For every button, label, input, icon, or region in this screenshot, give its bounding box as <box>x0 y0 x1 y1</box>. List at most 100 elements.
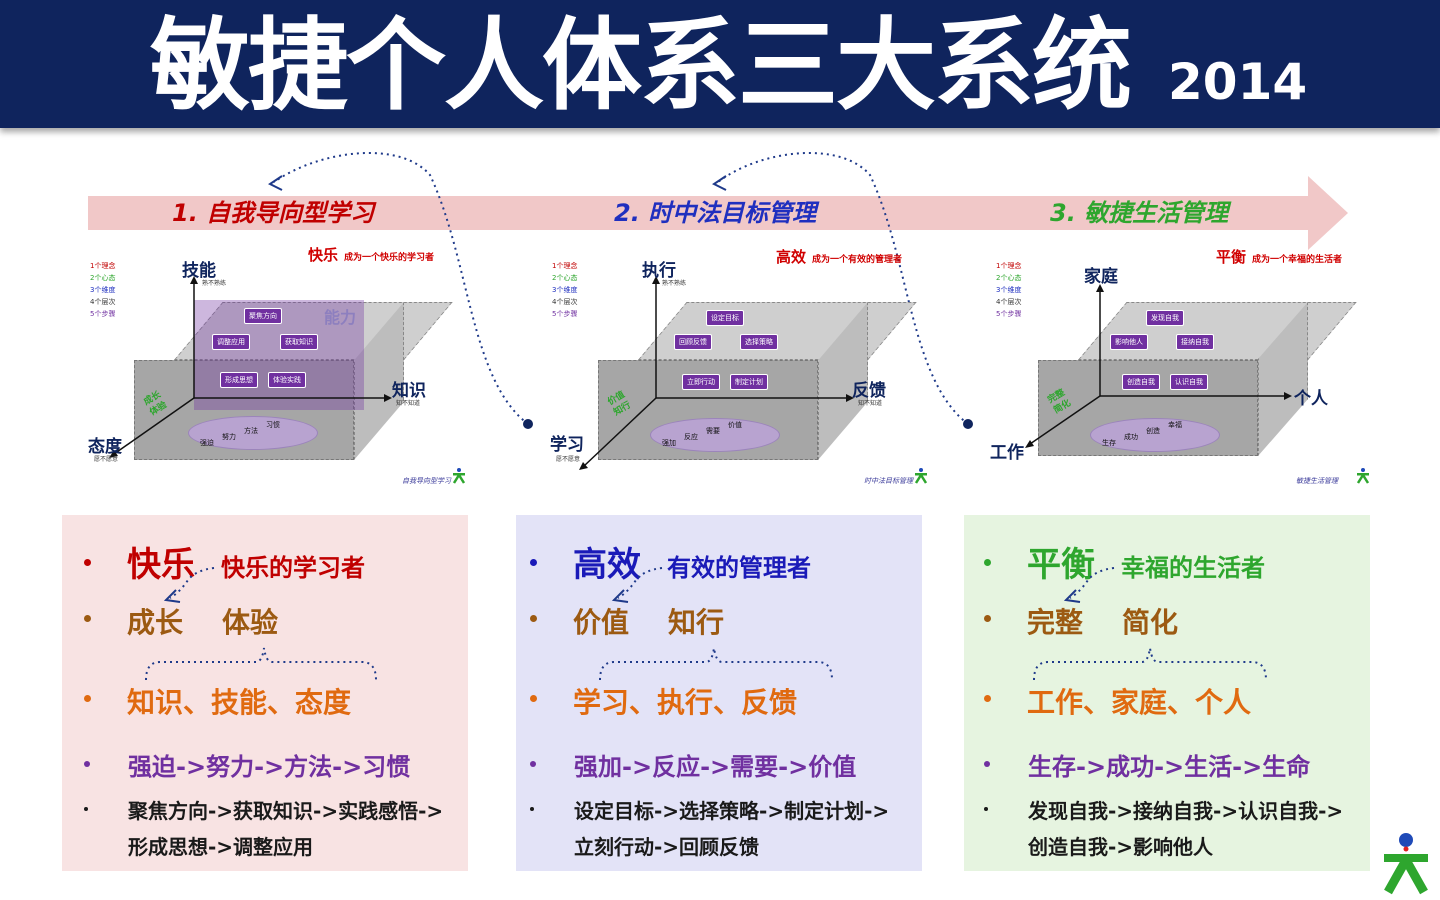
stair-step: 反应 <box>684 433 698 441</box>
panel-row5b-text: 创造自我->影响他人 <box>1028 835 1214 859</box>
logo-person-icon <box>1384 833 1428 895</box>
process-chip: 聚焦方向 <box>244 308 282 324</box>
legend-item: 4个层次 <box>90 298 116 306</box>
panel-row3-text: 知识、技能、态度 <box>127 686 352 719</box>
axis-left-label: 态度 <box>88 437 122 457</box>
bullet-icon <box>84 695 91 702</box>
stair-step: 生存 <box>1102 439 1116 447</box>
axis-right-sub: 知不知道 <box>858 400 883 407</box>
bullet-icon <box>84 615 91 622</box>
stairs-ellipse <box>1090 418 1220 452</box>
bullet-icon <box>984 761 990 767</box>
diagram-caption: 时中法目标管理 <box>864 477 913 485</box>
panel-head: 高效 <box>573 545 641 585</box>
axes <box>1025 284 1292 448</box>
curl-arrowhead-2 <box>611 589 629 603</box>
panel-head-sub: 有效的管理者 <box>667 554 811 582</box>
axis-left-label: 学习 <box>550 435 584 455</box>
legend-item: 5个步骤 <box>552 310 578 318</box>
connector-1-dot <box>523 419 533 429</box>
process-chip: 制定计划 <box>730 374 768 390</box>
panel-head: 平衡 <box>1027 545 1095 585</box>
title-bar: 敏捷个人体系三大系统 2014 <box>0 0 1440 128</box>
diagram-keyword: 高效成为一个有效的管理者 <box>776 248 903 266</box>
panel-learning: 快乐 快乐的学习者 成长 体验 知识、技能、态度 强迫->努力->方法->习惯 … <box>62 515 468 871</box>
stair-step: 强迫 <box>200 439 214 447</box>
legend-item: 1个理念 <box>90 262 116 270</box>
panel-row3-text: 工作、家庭、个人 <box>1027 686 1252 719</box>
process-chip: 获取知识 <box>280 334 318 350</box>
logo-person-icon <box>452 468 466 484</box>
bullet-icon <box>984 615 991 622</box>
diagram-self-directed-learning: 1个理念 2个心态 3个维度 4个层次 5个步骤 快乐成为一个快乐的学习者 能力… <box>84 240 484 496</box>
process-chip: 认识自我 <box>1170 374 1208 390</box>
legend-item: 2个心态 <box>996 274 1022 282</box>
connector-2 <box>717 151 969 425</box>
panel-head-sub: 幸福的生活者 <box>1121 554 1265 582</box>
page-title: 敏捷个人体系三大系统 <box>150 7 1132 124</box>
panel-row-2: 价值 知行 <box>530 601 724 641</box>
bullet-icon <box>84 761 90 767</box>
panel-row-3: 学习、执行、反馈 <box>530 681 797 721</box>
diagram-caption: 自我导向型学习 <box>402 477 451 485</box>
panel-row4-text: 生存->成功->生活->生命 <box>1028 753 1311 781</box>
curl-arrowhead-1 <box>163 589 181 603</box>
axis-top-label: 执行 <box>642 261 676 281</box>
diagram-goal-management: 1个理念 2个心态 3个维度 4个层次 5个步骤 高效成为一个有效的管理者 设定… <box>546 240 946 496</box>
panel-row-4: 强加->反应->需要->价值 <box>530 747 856 782</box>
connector-2-arrow <box>712 175 727 191</box>
bullet-icon <box>84 807 88 811</box>
panel-row-5b: 形成思想->调整应用 <box>128 831 313 860</box>
legend-item: 4个层次 <box>552 298 578 306</box>
legend-item: 3个维度 <box>996 286 1022 294</box>
stair-step: 努力 <box>222 433 236 441</box>
stair-step: 方法 <box>244 427 258 435</box>
panel-row-2: 完整 简化 <box>984 601 1178 641</box>
axis-left-sub: 愿不愿意 <box>94 456 119 463</box>
panel-row5a-text: 发现自我->接纳自我->认识自我-> <box>1028 799 1344 823</box>
stage-label-1: 1. 自我导向型学习 <box>172 199 375 227</box>
logo-person-icon <box>1356 468 1370 484</box>
logo-person-icon <box>914 468 928 484</box>
panel-row5a-text: 设定目标->选择策略->制定计划-> <box>574 799 890 823</box>
panel-row-3: 工作、家庭、个人 <box>984 681 1251 721</box>
axis-top-label: 技能 <box>182 261 216 281</box>
diagram-legend: 1个理念 2个心态 3个维度 4个层次 5个步骤 <box>552 260 577 320</box>
legend-item: 3个维度 <box>90 286 116 294</box>
panel-life: 平衡 幸福的生活者 完整 简化 工作、家庭、个人 生存->成功->生活->生命 … <box>964 515 1370 871</box>
curl-arrow-3 <box>1069 567 1115 599</box>
legend-item: 5个步骤 <box>996 310 1022 318</box>
process-chip: 调整应用 <box>212 334 250 350</box>
panel-row2-text: 价值 知行 <box>573 606 724 639</box>
axis-top-label: 家庭 <box>1084 267 1118 287</box>
stair-step: 需要 <box>706 427 720 435</box>
axes <box>109 276 392 458</box>
process-chip: 发现自我 <box>1146 310 1184 326</box>
diagram-caption: 敏捷生活管理 <box>1296 477 1338 485</box>
legend-item: 4个层次 <box>996 298 1022 306</box>
panel-row-5b: 创造自我->影响他人 <box>1028 831 1213 860</box>
timeline-arrow-band <box>88 196 1316 230</box>
process-chip: 选择策略 <box>740 334 778 350</box>
process-chip: 影响他人 <box>1110 334 1148 350</box>
bullet-icon <box>530 695 537 702</box>
stair-step: 习惯 <box>266 421 280 429</box>
panel-row2-text: 成长 体验 <box>127 606 278 639</box>
panel-row-5b: 立刻行动->回顾反馈 <box>574 831 759 860</box>
diagram-legend: 1个理念 2个心态 3个维度 4个层次 5个步骤 <box>996 260 1021 320</box>
axis-top-sub: 熟不熟练 <box>202 280 227 287</box>
page-year: 2014 <box>1168 53 1308 111</box>
panel-row-head: 平衡 幸福的生活者 <box>984 537 1265 586</box>
bullet-icon <box>984 695 991 702</box>
bullet-icon <box>530 615 537 622</box>
brace-3 <box>1033 647 1267 681</box>
stair-step: 价值 <box>728 421 742 429</box>
connector-2-dot <box>963 419 973 429</box>
panel-row-3: 知识、技能、态度 <box>84 681 351 721</box>
panel-row-4: 强迫->努力->方法->习惯 <box>84 747 410 782</box>
stage-label-3: 3. 敏捷生活管理 <box>1050 199 1229 227</box>
panel-row3-text: 学习、执行、反馈 <box>573 686 798 719</box>
axis-left-sub: 愿不愿意 <box>556 456 581 463</box>
process-chip: 接纳自我 <box>1176 334 1214 350</box>
